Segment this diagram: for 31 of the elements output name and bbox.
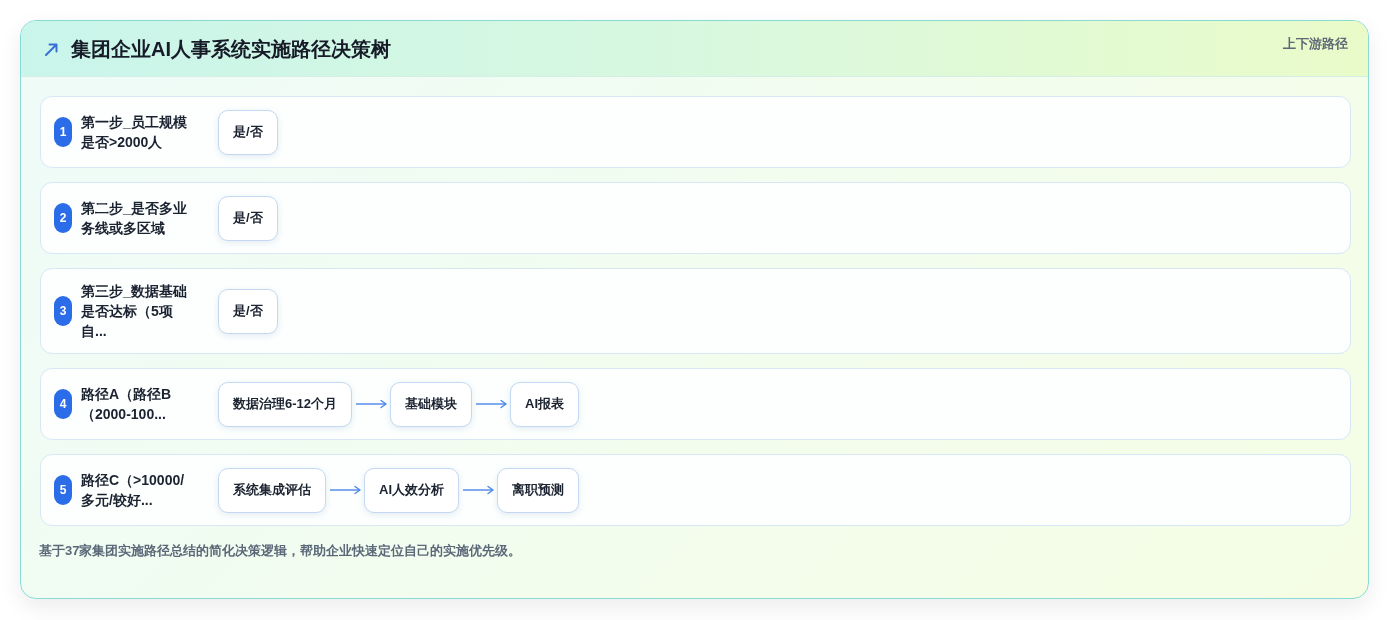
title: 集团企业AI人事系统实施路径决策树 — [71, 37, 391, 62]
step-box: AI人效分析 — [364, 467, 459, 513]
row-label: 第三步_数据基础是否达标（5项自... — [81, 282, 188, 341]
step-row — [40, 96, 1351, 168]
caption: 基于37家集团实施路径总结的简化决策逻辑，帮助企业快速定位自己的实施优先级。 — [39, 542, 522, 559]
step-number: 5 — [54, 475, 72, 505]
step-number: 2 — [54, 203, 72, 233]
row-label: 第一步_员工规模是否>2000人 — [81, 113, 188, 152]
step-box: 系统集成评估 — [218, 467, 326, 513]
step-box: 数据治理6-12个月 — [218, 381, 353, 427]
arrow — [355, 399, 387, 409]
step-row — [40, 454, 1351, 526]
arrow — [329, 485, 361, 495]
step-number: 4 — [54, 389, 72, 419]
header-note: 上下游路径 — [1283, 35, 1348, 52]
step-number: 3 — [54, 296, 72, 326]
row-label: 路径A（路径B（2000-100... — [81, 385, 173, 424]
step-box: 是/否 — [218, 288, 278, 334]
step-row — [40, 182, 1351, 254]
row-label: 路径C（>10000/多元/较好... — [81, 471, 186, 510]
arrow — [462, 485, 494, 495]
step-row — [40, 268, 1351, 354]
step-number: 1 — [54, 117, 72, 147]
step-box: AI报表 — [510, 381, 580, 427]
step-box: 离职预测 — [497, 467, 579, 513]
arrow — [475, 399, 507, 409]
step-box: 是/否 — [218, 195, 278, 241]
step-row — [40, 368, 1351, 440]
step-box: 是/否 — [218, 109, 278, 155]
row-label: 第二步_是否多业务线或多区域 — [81, 199, 188, 238]
step-box: 基础模块 — [390, 381, 473, 427]
